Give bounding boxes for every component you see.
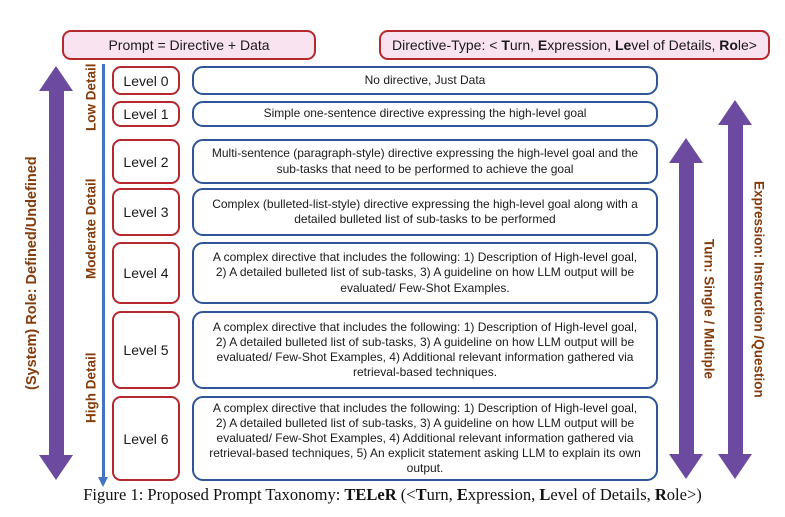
level-1-badge: Level 1 — [112, 101, 180, 127]
moderate-detail-label: Moderate Detail — [83, 178, 99, 280]
level-row: Level 6 A complex directive that include… — [112, 396, 658, 481]
level-row: Level 3 Complex (bulleted-list-style) di… — [112, 188, 658, 236]
arrowhead-up-icon — [718, 100, 752, 125]
arrow-shaft — [48, 91, 64, 455]
role-axis-label: (System) Role: Defined/Undefined — [24, 156, 40, 390]
level-0-description: No directive, Just Data — [192, 66, 658, 95]
level-4-description: A complex directive that includes the fo… — [192, 242, 658, 304]
arrow-shaft — [727, 125, 743, 454]
level-2-badge: Level 2 — [112, 139, 180, 184]
level-3-description: Complex (bulleted-list-style) directive … — [192, 188, 658, 236]
level-row: Level 2 Multi-sentence (paragraph-style)… — [112, 139, 658, 184]
arrowhead-down-icon — [669, 454, 703, 479]
level-3-badge: Level 3 — [112, 188, 180, 236]
level-row: Level 0 No directive, Just Data — [112, 66, 658, 95]
level-2-description: Multi-sentence (paragraph-style) directi… — [192, 139, 658, 184]
level-5-badge: Level 5 — [112, 311, 180, 389]
role-axis-arrow — [39, 66, 73, 480]
high-detail-label: High Detail — [83, 352, 99, 424]
level-row: Level 1 Simple one-sentence directive ex… — [112, 101, 658, 127]
turn-axis-arrow — [669, 138, 703, 479]
expression-axis-label: Expression: Instruction /Question — [751, 181, 767, 398]
level-1-description: Simple one-sentence directive expressing… — [192, 101, 658, 127]
level-6-description: A complex directive that includes the fo… — [192, 396, 658, 481]
level-0-badge: Level 0 — [112, 66, 180, 95]
arrowhead-down-icon — [39, 455, 73, 480]
arrowhead-up-icon — [39, 66, 73, 91]
level-5-description: A complex directive that includes the fo… — [192, 311, 658, 389]
arrowhead-down-icon — [718, 454, 752, 479]
detail-axis-arrowhead-icon — [98, 477, 108, 487]
expression-axis-arrow — [718, 100, 752, 479]
figure-caption: Figure 1: Proposed Prompt Taxonomy: TELe… — [83, 485, 702, 504]
arrow-shaft — [678, 163, 694, 454]
directive-type-label: Directive-Type: < Turn, Expression, Leve… — [392, 37, 757, 53]
low-detail-label: Low Detail — [83, 63, 99, 131]
level-6-badge: Level 6 — [112, 396, 180, 481]
directive-type-box: Directive-Type: < Turn, Expression, Leve… — [379, 30, 770, 60]
prompt-definition-label: Prompt = Directive + Data — [108, 37, 270, 53]
level-4-badge: Level 4 — [112, 242, 180, 304]
turn-axis-label: Turn: Single / Multiple — [701, 238, 717, 379]
detail-axis-line — [102, 64, 105, 478]
prompt-definition-box: Prompt = Directive + Data — [62, 30, 316, 60]
level-row: Level 5 A complex directive that include… — [112, 311, 658, 389]
level-row: Level 4 A complex directive that include… — [112, 242, 658, 304]
arrowhead-up-icon — [669, 138, 703, 163]
